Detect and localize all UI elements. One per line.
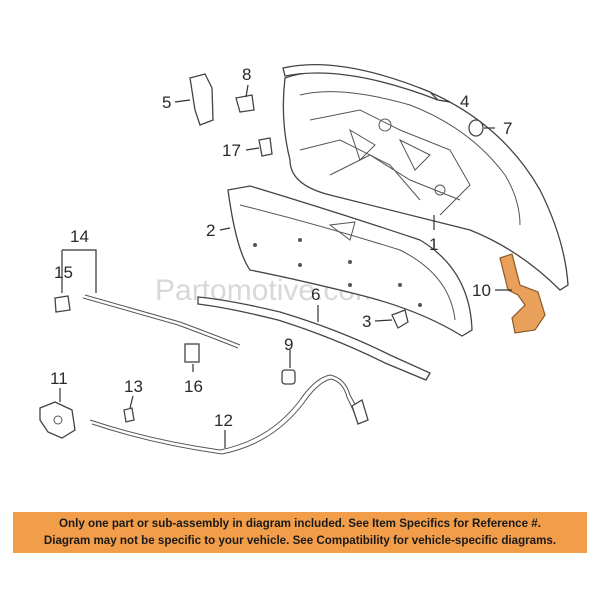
grommet (281, 369, 296, 385)
callout-9: 9 (284, 335, 293, 354)
disclaimer-banner: Only one part or sub-assembly in diagram… (13, 512, 587, 553)
callout-4: 4 (460, 92, 469, 111)
callout-7: 7 (503, 119, 512, 138)
callout-8: 8 (242, 65, 251, 84)
callout-10: 10 (472, 281, 491, 300)
callout-15: 15 (54, 263, 73, 282)
callout-14: 14 (70, 227, 89, 246)
callout-11: 11 (50, 369, 68, 388)
bolt (123, 407, 135, 423)
callout-12: 12 (214, 411, 233, 430)
seal-strip (197, 296, 431, 381)
bumper-part-17 (258, 137, 273, 157)
callout-6: 6 (311, 285, 320, 304)
callout-13: 13 (124, 377, 143, 396)
leader-lines (59, 84, 512, 448)
callout-17: 17 (222, 141, 241, 160)
cable-clip (54, 295, 71, 313)
stop-bumper (468, 119, 484, 137)
hood-latch (39, 401, 76, 439)
callout-1: 1 (429, 235, 438, 254)
callout-16: 16 (184, 377, 203, 396)
release-cable (82, 294, 241, 349)
disclaimer-line-1: Only one part or sub-assembly in diagram… (59, 517, 541, 530)
clip-part-16 (184, 343, 200, 363)
clip-part-8 (235, 94, 255, 113)
hood-hinge-highlighted (499, 253, 546, 334)
hood-insulator (227, 185, 473, 337)
side-bracket (189, 73, 214, 126)
callout-3: 3 (362, 312, 371, 331)
disclaimer-line-2: Diagram may not be specific to your vehi… (43, 534, 557, 547)
callout-2: 2 (206, 221, 215, 240)
push-pin-retainer (391, 309, 409, 329)
callout-5: 5 (162, 93, 171, 112)
release-cable-with-handle (89, 374, 369, 455)
